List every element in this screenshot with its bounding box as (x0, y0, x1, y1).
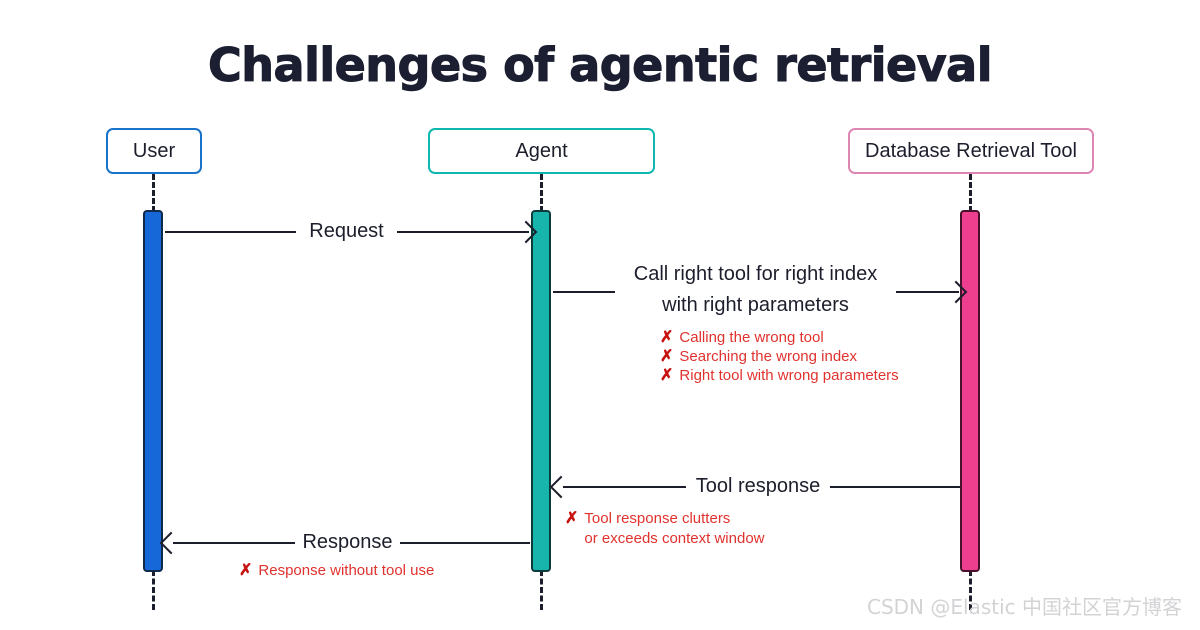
cross-icon: ✗ (565, 510, 579, 527)
participant-user[interactable]: User (106, 128, 202, 174)
lifeline-user-top (152, 174, 155, 212)
cross-icon: ✗ (239, 562, 253, 579)
error-item: ✗ Response without tool use (239, 561, 434, 580)
error-item-text: Response without tool use (258, 562, 435, 579)
message-response-line-right (400, 542, 530, 544)
message-request-line-left (165, 231, 296, 233)
message-request-label: Request (309, 220, 384, 242)
error-list-call-tool: ✗ Calling the wrong tool ✗ Searching the… (660, 328, 899, 385)
message-tool-response-label: Tool response (695, 475, 821, 497)
error-item-text: Calling the wrong tool (679, 329, 824, 346)
cross-icon: ✗ (660, 367, 674, 384)
lifeline-agent-bottom (540, 570, 543, 610)
cross-icon: ✗ (660, 348, 674, 365)
message-call-tool-label-line1: Call right tool for right index (633, 263, 878, 285)
message-tool-response-line-right (830, 486, 960, 488)
error-item: ✗ Tool response clutters or exceeds cont… (565, 509, 765, 549)
lifeline-tool-top (969, 174, 972, 212)
message-tool-response-line-left (563, 486, 686, 488)
lifeline-user-bottom (152, 570, 155, 610)
participant-user-label: User (132, 139, 176, 162)
participant-agent[interactable]: Agent (428, 128, 655, 174)
error-item: ✗ Right tool with wrong parameters (660, 366, 899, 385)
message-response-line-left (173, 542, 295, 544)
error-item: ✗ Calling the wrong tool (660, 328, 899, 347)
message-call-tool-label-line2: with right parameters (662, 294, 849, 316)
error-item-text: Right tool with wrong parameters (679, 367, 899, 384)
message-request-line-right (397, 231, 529, 233)
activation-bar-tool (960, 210, 980, 572)
page-title: Challenges of agentic retrieval (207, 37, 993, 92)
error-item: ✗ Searching the wrong index (660, 347, 899, 366)
lifeline-agent-top (540, 174, 543, 212)
message-response-label: Response (302, 531, 393, 553)
participant-database-retrieval-tool[interactable]: Database Retrieval Tool (848, 128, 1094, 174)
cross-icon: ✗ (660, 329, 674, 346)
error-list-tool-response: ✗ Tool response clutters or exceeds cont… (565, 509, 765, 549)
message-response-arrowhead (159, 531, 183, 555)
error-item-text: Tool response clutters or exceeds contex… (584, 510, 765, 547)
message-tool-response-arrowhead (549, 475, 573, 499)
activation-bar-user (143, 210, 163, 572)
activation-bar-agent (531, 210, 551, 572)
participant-agent-label: Agent (515, 139, 568, 162)
participant-tool-label: Database Retrieval Tool (865, 139, 1077, 162)
error-item-text: Searching the wrong index (679, 348, 858, 365)
watermark: CSDN @Elastic 中国社区官方博客 (867, 595, 1182, 619)
message-call-tool-line-left (553, 291, 615, 293)
error-list-response: ✗ Response without tool use (239, 561, 434, 580)
message-call-tool-line-right (896, 291, 959, 293)
lifeline-tool-bottom (969, 570, 972, 610)
